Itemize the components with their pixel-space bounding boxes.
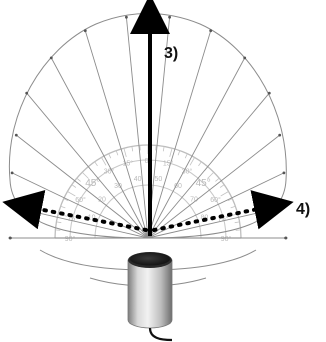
protractor-tick (56, 221, 62, 224)
pattern-vertex-dot (283, 205, 286, 209)
pattern-vertex-dot (49, 56, 53, 60)
protractor-inner-label: 30 (114, 183, 122, 190)
protractor-inner-label: 70 (190, 196, 198, 203)
pattern-radial-line (147, 172, 285, 239)
pattern-vertex-dot (284, 236, 288, 240)
protractor-inner-label: 10 (88, 215, 96, 222)
pattern-radial-line (125, 17, 149, 239)
protractor-tick (76, 177, 81, 182)
protractor-tick (162, 146, 165, 152)
protractor-label: 45° (196, 178, 211, 189)
protractor-tick (219, 184, 225, 188)
protractor-tick (123, 148, 127, 158)
protractor-tick (108, 153, 112, 159)
pattern-vertex-dot (14, 133, 18, 137)
pattern-radial-line (147, 92, 270, 239)
pattern-radial-line (84, 30, 149, 239)
protractor-tick (71, 184, 77, 188)
protractor-tick (67, 191, 76, 197)
protractor-tick (131, 146, 134, 152)
protractor-inner-label: 40 (134, 176, 142, 183)
protractor-tick (63, 198, 69, 202)
protractor-tick (177, 150, 181, 156)
pattern-vertex-dot (243, 56, 247, 60)
protractor-label: 30° (104, 168, 115, 176)
protractor-tick (207, 171, 215, 179)
pattern-vertex-dot (168, 15, 172, 19)
pattern-vertex-dot (209, 29, 213, 33)
pattern-vertex-dot (267, 91, 271, 95)
protractor-tick (184, 153, 188, 159)
protractor-label: 75° (218, 215, 229, 223)
callout-vertical: 3) (164, 45, 178, 62)
pattern-radial-line (50, 57, 149, 239)
protractor-tick (230, 205, 236, 209)
protractor-label: 90° (221, 235, 232, 243)
protractor-scale-labels: 90°75°60°45°30°15°0°15°30°45°60°75°90°10… (65, 157, 232, 243)
callout-horizontal: 4) (296, 201, 310, 218)
pattern-vertex-dot (8, 236, 12, 240)
protractor-tick (234, 221, 240, 224)
protractor-label: 90° (65, 235, 76, 243)
protractor-tick (198, 161, 202, 167)
protractor-tick (101, 157, 107, 166)
protractor-label: 15° (163, 160, 174, 168)
protractor-inner-label: 60 (174, 183, 182, 190)
protractor-tick (60, 205, 66, 209)
pattern-radial-line (147, 57, 246, 239)
protractor-tick (220, 191, 229, 197)
pattern-vertex-dot (278, 133, 282, 137)
protractor-tick (115, 150, 119, 156)
dotted-arrow-left (2, 189, 148, 232)
protractor-label: 75° (67, 215, 78, 223)
protractor-label: 60° (75, 196, 86, 204)
pattern-vertex-dot (10, 205, 13, 209)
pattern-radial-line (16, 134, 149, 239)
protractor-label: 60° (210, 196, 221, 204)
beam-pattern-outline (8, 13, 287, 239)
protractor-label: 45° (85, 178, 100, 189)
pattern-vertex-dot (10, 171, 14, 175)
protractor-label: 15° (123, 160, 134, 168)
protractor-inner-label: 50 (155, 176, 163, 183)
protractor-tick (94, 161, 98, 167)
pattern-radial-line (11, 172, 149, 239)
protractor-tick (215, 177, 220, 182)
pattern-radial-line (147, 30, 212, 239)
pattern-radial-line (147, 134, 280, 239)
protractor-tick (81, 171, 89, 179)
protractor-inner-label: 20 (98, 196, 106, 203)
pattern-vertex-dot (282, 171, 286, 175)
pattern-vertex-dot (25, 91, 29, 95)
pattern-radial-line (26, 92, 149, 239)
protractor-label: 30° (182, 168, 193, 176)
protractor-tick (169, 148, 173, 158)
horizontal-beam-arrows (2, 189, 294, 232)
protractor-tick (189, 157, 195, 166)
protractor-tick (227, 198, 233, 202)
beam-pattern-radial-lines (8, 15, 288, 240)
pattern-vertex-dot (83, 29, 87, 33)
pattern-vertex-dot (125, 15, 128, 19)
ultrasonic-sensor-icon (127, 252, 173, 342)
dotted-arrow-right (152, 190, 294, 232)
